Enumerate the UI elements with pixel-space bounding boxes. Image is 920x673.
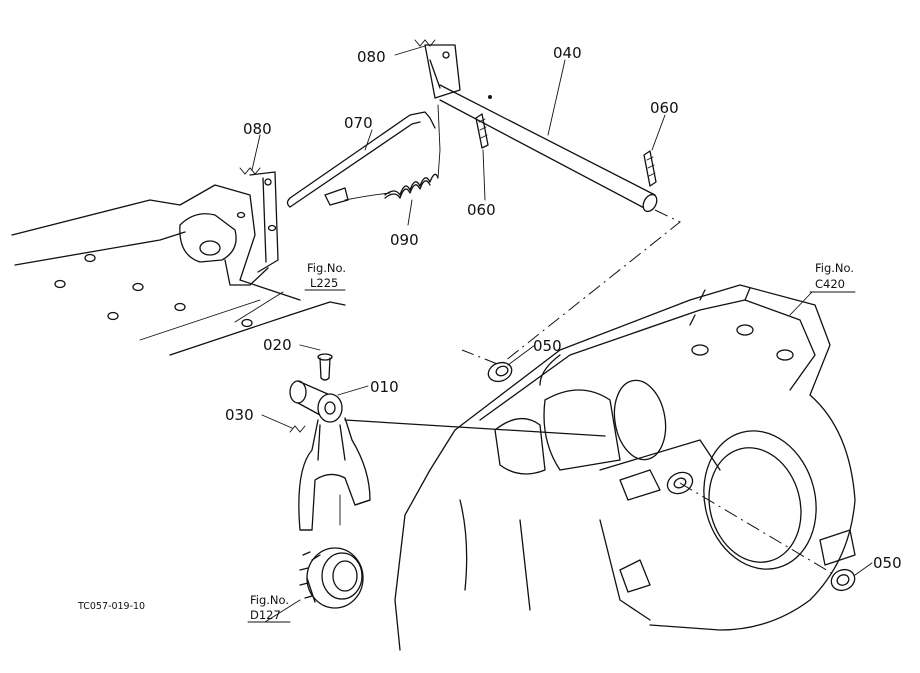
spring-090	[384, 104, 441, 199]
spring-pins-060	[475, 113, 657, 187]
shift-fork-010	[289, 380, 371, 531]
label-010: 010	[370, 378, 399, 396]
label-030: 030	[225, 406, 254, 424]
fig-ref-d127-prefix: Fig.No.	[250, 593, 289, 607]
snap-pins-080	[239, 39, 436, 175]
fig-ref-l225-prefix: Fig.No.	[307, 261, 346, 275]
label-080-top: 080	[357, 48, 386, 66]
shift-sleeve	[299, 547, 364, 609]
label-020: 020	[263, 336, 292, 354]
fig-ref-l225-code: L225	[310, 276, 338, 290]
label-050-top: 050	[533, 337, 562, 355]
oil-seal-050-top	[487, 361, 513, 383]
lever-rod-070	[286, 111, 436, 208]
spring-pin-030	[289, 425, 306, 433]
pin-020	[317, 353, 333, 381]
fig-ref-c420-code: C420	[815, 277, 845, 291]
leader-lines	[234, 45, 873, 623]
label-060-right: 060	[650, 99, 679, 117]
lever-bracket	[249, 171, 279, 273]
fig-ref-d127-code: D127	[250, 608, 281, 622]
center-line-shaft	[461, 209, 681, 366]
fig-ref-c420-prefix: Fig.No.	[815, 261, 854, 275]
oil-seal-050-right	[830, 568, 856, 592]
label-040: 040	[553, 44, 582, 62]
shift-shaft-040	[424, 44, 658, 213]
floor-plate	[11, 184, 346, 356]
label-060-mid: 060	[467, 201, 496, 219]
label-080-left: 080	[243, 120, 272, 138]
label-050-right: 050	[873, 554, 902, 572]
drawing-code: TC057-019-10	[77, 601, 145, 612]
label-070: 070	[344, 114, 373, 132]
label-090: 090	[390, 231, 419, 249]
transmission-case	[394, 284, 856, 651]
center-line-fork	[344, 419, 606, 437]
